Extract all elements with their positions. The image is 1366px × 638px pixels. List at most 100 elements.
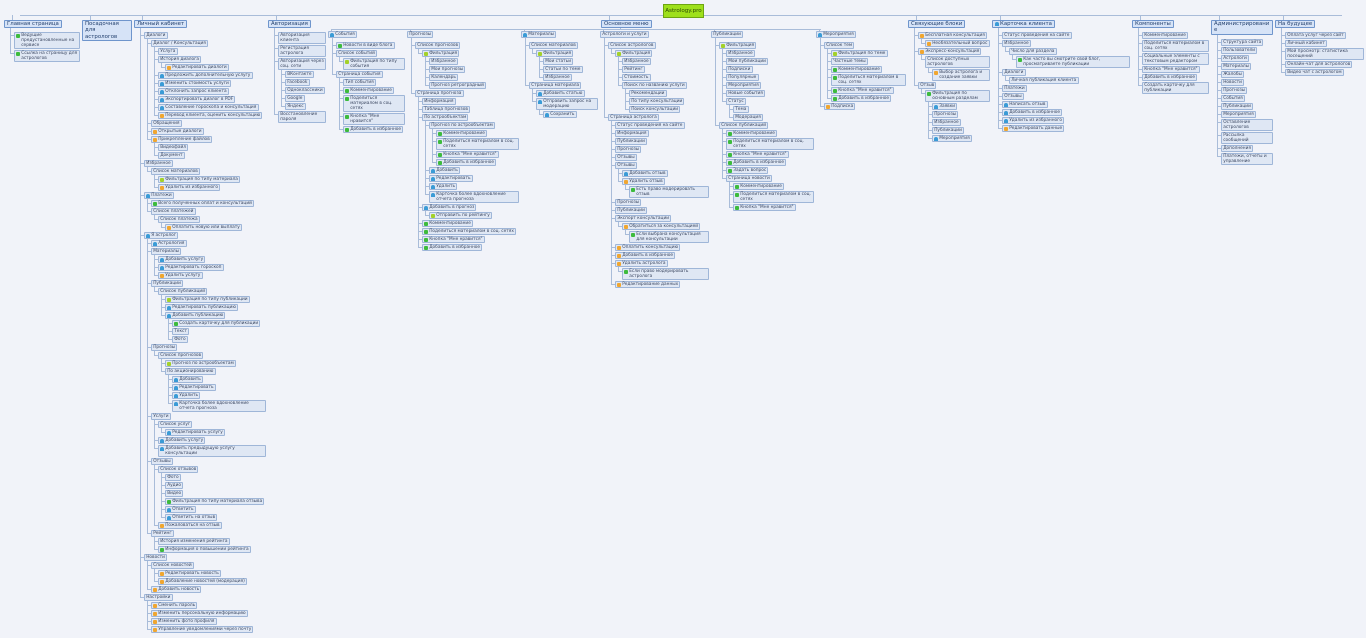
mind-map-node[interactable]: Услуги [151,413,171,420]
mind-map-node[interactable]: Страница астролога [608,114,659,121]
mind-map-node[interactable]: История изменения рейтинга [158,538,230,545]
mind-map-node[interactable]: По астрообъектам [422,114,469,121]
mind-map-node[interactable]: Добавить статью [536,90,585,97]
mind-map-node[interactable]: Список прогнозов [158,352,204,359]
mind-map-node[interactable]: Прогнозы [1221,87,1248,94]
mind-map-node[interactable]: Отзыв [918,82,937,89]
mind-map-node[interactable]: Редактирование данных [615,281,681,288]
mind-map-node[interactable]: Прогнозы [932,111,959,118]
mind-map-node[interactable]: Перевод клиента, оценить консультацию [158,112,263,119]
mind-map-node[interactable]: Материалы [151,248,182,255]
mind-map-node[interactable]: Прогнозы [615,146,642,153]
branch-node[interactable]: Карточка клиента [992,20,1055,29]
mind-map-node[interactable]: Редактировать новость [158,570,222,577]
mind-map-node[interactable]: Избранное [543,74,572,81]
mind-map-node[interactable]: Новости [1221,79,1245,86]
mind-map-node[interactable]: Кнопка "Мне нравится" [733,204,796,211]
mind-map-node[interactable]: Статус проведения на сайте [615,122,685,129]
mind-map-node[interactable]: Отправить по рейтингу [429,212,493,219]
mind-map-node[interactable]: Материалы [1221,63,1252,70]
mind-map-node[interactable]: Кнопка "Мне нравится" [831,87,894,94]
mind-map-node[interactable]: Онлайн-чат для астрологов [1285,61,1353,68]
mind-map-node[interactable]: Мероприятия [816,31,856,38]
mind-map-node[interactable]: Комментирование [343,87,395,94]
mind-map-node[interactable]: Рекомендации [629,90,667,97]
mind-map-node[interactable]: Кнопка "Мне нравится" [422,236,485,243]
mind-map-node[interactable]: Если право модерировать астролога [622,268,709,280]
mind-map-node[interactable]: Добавить в избранное [343,126,404,133]
mind-map-node[interactable]: Выбор астролога и создание заявки [932,69,990,81]
mind-map-node[interactable]: Редактировать [172,384,216,391]
mind-map-node[interactable]: Публикации [615,207,648,214]
mind-map-node[interactable]: Избранное [1002,40,1031,47]
mind-map-node[interactable]: Страница новости [726,175,773,182]
branch-node[interactable]: Основное меню [601,20,652,29]
branch-node[interactable]: Администрирование [1211,20,1273,35]
mind-map-node[interactable]: Редактировать услугу [165,429,226,436]
mind-map-node[interactable]: Поделиться материалом в соц. сетях [436,138,519,150]
mind-map-node[interactable]: Ведущие предустановленные на сервисе [14,32,80,49]
mind-map-node[interactable]: Мои публикации [726,58,769,65]
mind-map-node[interactable]: Жалобы [1221,71,1245,78]
mind-map-node[interactable]: Аудио [165,482,184,489]
mind-map-node[interactable]: Кнопка "Мне нравится" [1142,66,1200,73]
mind-map-node[interactable]: Экспресс-консультация [918,48,982,55]
mind-map-node[interactable]: Отправить запрос на модерацию [536,98,598,110]
mind-map-node[interactable]: Платежи [1002,85,1027,92]
mind-map-node[interactable]: Комментирование [436,130,488,137]
mind-map-node[interactable]: Удалить [172,392,201,399]
mind-map-node[interactable]: Фильтрация по основным разделам [925,90,990,102]
mind-map-node[interactable]: Комментирование [422,220,474,227]
mind-map-node[interactable]: Видео [165,490,184,497]
mind-map-node[interactable]: Отзывы [151,458,173,465]
mind-map-node[interactable]: История диалога [158,56,202,63]
mind-map-node[interactable]: Диалоги [1002,69,1026,76]
mind-map-node[interactable]: Рассылка сообщений [1221,132,1273,144]
mind-map-node[interactable]: Отклонить запрос клиента [158,88,229,95]
mind-map-node[interactable]: Пожаловаться на отзыв [158,522,222,529]
mind-map-node[interactable]: Диалоги [144,32,168,39]
mind-map-node[interactable]: Рейтинг [622,66,645,73]
mind-map-node[interactable]: Если выбрана консультация для консультац… [629,231,709,243]
mind-map-node[interactable]: Я астролог [144,232,179,239]
mind-map-node[interactable]: Добавить в прогноз [422,204,477,211]
mind-map-node[interactable]: Фильтрация [422,50,460,57]
mind-map-node[interactable]: Информация [615,130,649,137]
mind-map-node[interactable]: Видеофайл [158,144,189,151]
mind-map-node[interactable]: Избранное [429,58,458,65]
mind-map-node[interactable]: Комментирование [733,183,785,190]
mind-map-node[interactable]: Прогнозы [151,344,178,351]
mind-map-node[interactable]: Избранное [144,160,173,167]
mind-map-node[interactable]: Ссылка на страницу для астрологов [14,50,80,62]
mind-map-node[interactable]: Прогнозы [615,199,642,206]
mind-map-node[interactable]: Календарь [429,74,459,81]
mind-map-node[interactable]: Личная публикация клиента [1009,77,1079,84]
mind-map-node[interactable]: Фильтрация [536,50,574,57]
branch-node[interactable]: Компоненты [1132,20,1174,29]
mind-map-node[interactable]: Поделиться материалом в соц. сетях [343,95,405,112]
mind-map-node[interactable]: Публикации [932,127,965,134]
mind-map-node[interactable]: Список новостей [151,562,194,569]
mind-map-node[interactable]: Задать вопрос [726,167,769,174]
mind-map-node[interactable]: Публикации [1221,103,1254,110]
mind-map-node[interactable]: Удалить услугу [158,272,203,279]
mind-map-node[interactable]: Список событий [336,50,378,57]
mind-map-node[interactable]: Список доступных астрологов [925,56,990,68]
mind-map-node[interactable]: Авторизация клиента [278,32,326,44]
mind-map-node[interactable]: Добавить в избранное [831,95,892,102]
mind-map-node[interactable]: Настройки [144,594,173,601]
mind-map-node[interactable]: Заявки [932,103,958,110]
mind-map-node[interactable]: Изменить фото профиля [151,618,217,625]
mind-map-node[interactable]: Публикации [711,31,744,38]
mind-map-node[interactable]: По типу консультации [629,98,685,105]
mind-map-node[interactable]: Прогноз по астрообъектам [165,360,236,367]
mind-map-node[interactable]: Поделиться материалом в соц. сетях [1142,40,1209,52]
mind-map-node[interactable]: Сохранить [543,111,577,118]
mind-map-node[interactable]: Редактировать данные [1002,125,1065,132]
mind-map-node[interactable]: Кнопка "Мне нравится" [343,113,405,125]
mind-map-node[interactable]: Создать карточку для публикации [172,320,261,327]
mind-map-node[interactable]: Фильтрация по теме [831,50,888,57]
mind-map-node[interactable]: Есть право модерировать отзыв [629,186,709,198]
mind-map-node[interactable]: Добавить публикацию [165,312,226,319]
mind-map-node[interactable]: Добавить [172,376,204,383]
